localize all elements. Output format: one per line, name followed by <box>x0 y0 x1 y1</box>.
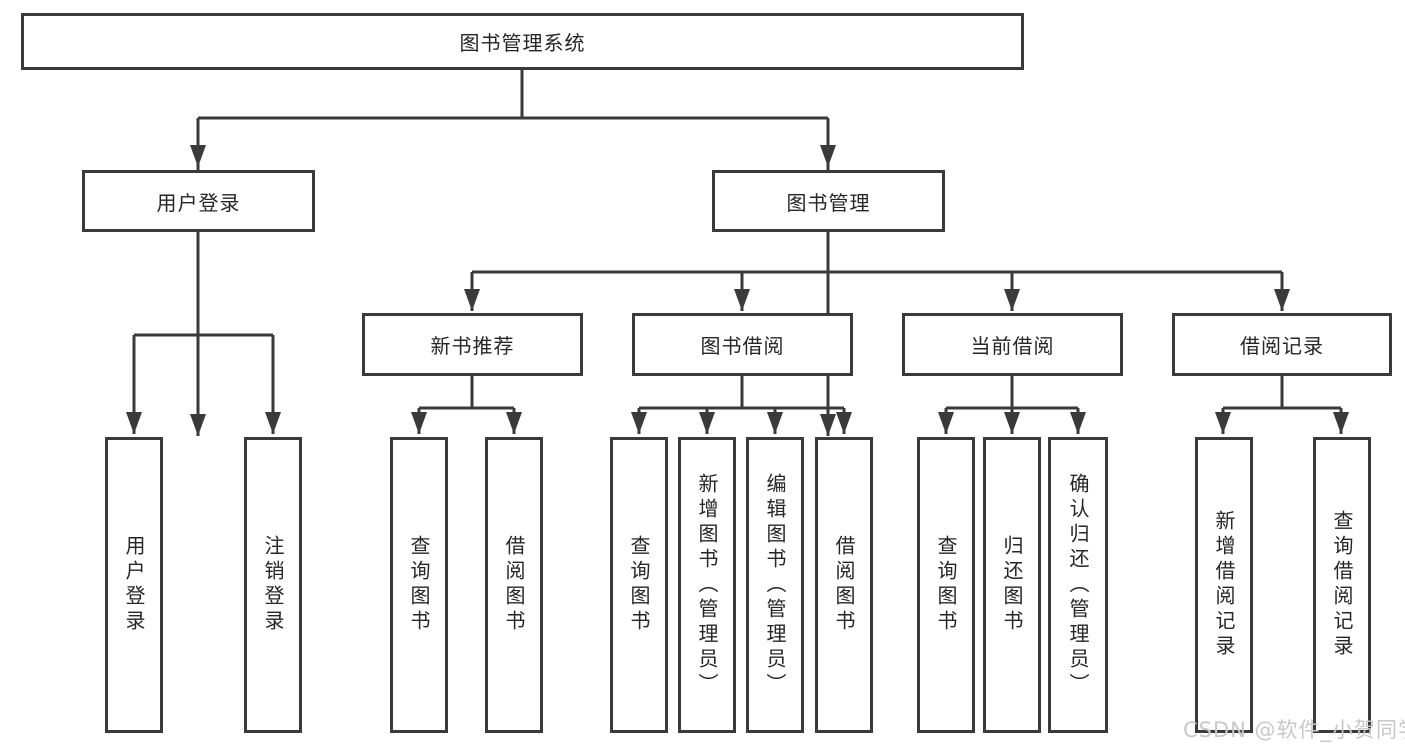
leaf-add-books-admin: 新增图书（管理员） <box>678 437 736 733</box>
node-user-login: 用户登录 <box>82 170 315 232</box>
leaf-query-books-borrow: 查询图书 <box>610 437 668 733</box>
leaf-query-borrow-record: 查询借阅记录 <box>1313 437 1371 733</box>
leaf-query-books-recommend: 查询图书 <box>390 437 448 733</box>
node-root-system: 图书管理系统 <box>21 13 1024 70</box>
leaf-logout: 注销登录 <box>244 437 302 733</box>
leaf-query-books-current: 查询图书 <box>917 437 975 733</box>
csdn-watermark: CSDN @软件_小贺同学 <box>1183 718 1405 742</box>
leaf-borrow-books: 借阅图书 <box>815 437 873 733</box>
node-new-book-recommend: 新书推荐 <box>362 313 583 376</box>
leaf-confirm-return-admin: 确认归还（管理员） <box>1048 437 1108 733</box>
leaf-edit-books-admin: 编辑图书（管理员） <box>746 437 804 733</box>
leaf-add-borrow-record: 新增借阅记录 <box>1195 437 1253 733</box>
node-current-borrow: 当前借阅 <box>902 313 1123 376</box>
leaf-return-books: 归还图书 <box>983 437 1041 733</box>
node-book-borrow: 图书借阅 <box>632 313 853 376</box>
leaf-user-login: 用户登录 <box>105 437 163 733</box>
node-book-management: 图书管理 <box>712 170 945 232</box>
leaf-borrow-books-recommend: 借阅图书 <box>485 437 543 733</box>
node-borrow-records: 借阅记录 <box>1172 313 1392 376</box>
